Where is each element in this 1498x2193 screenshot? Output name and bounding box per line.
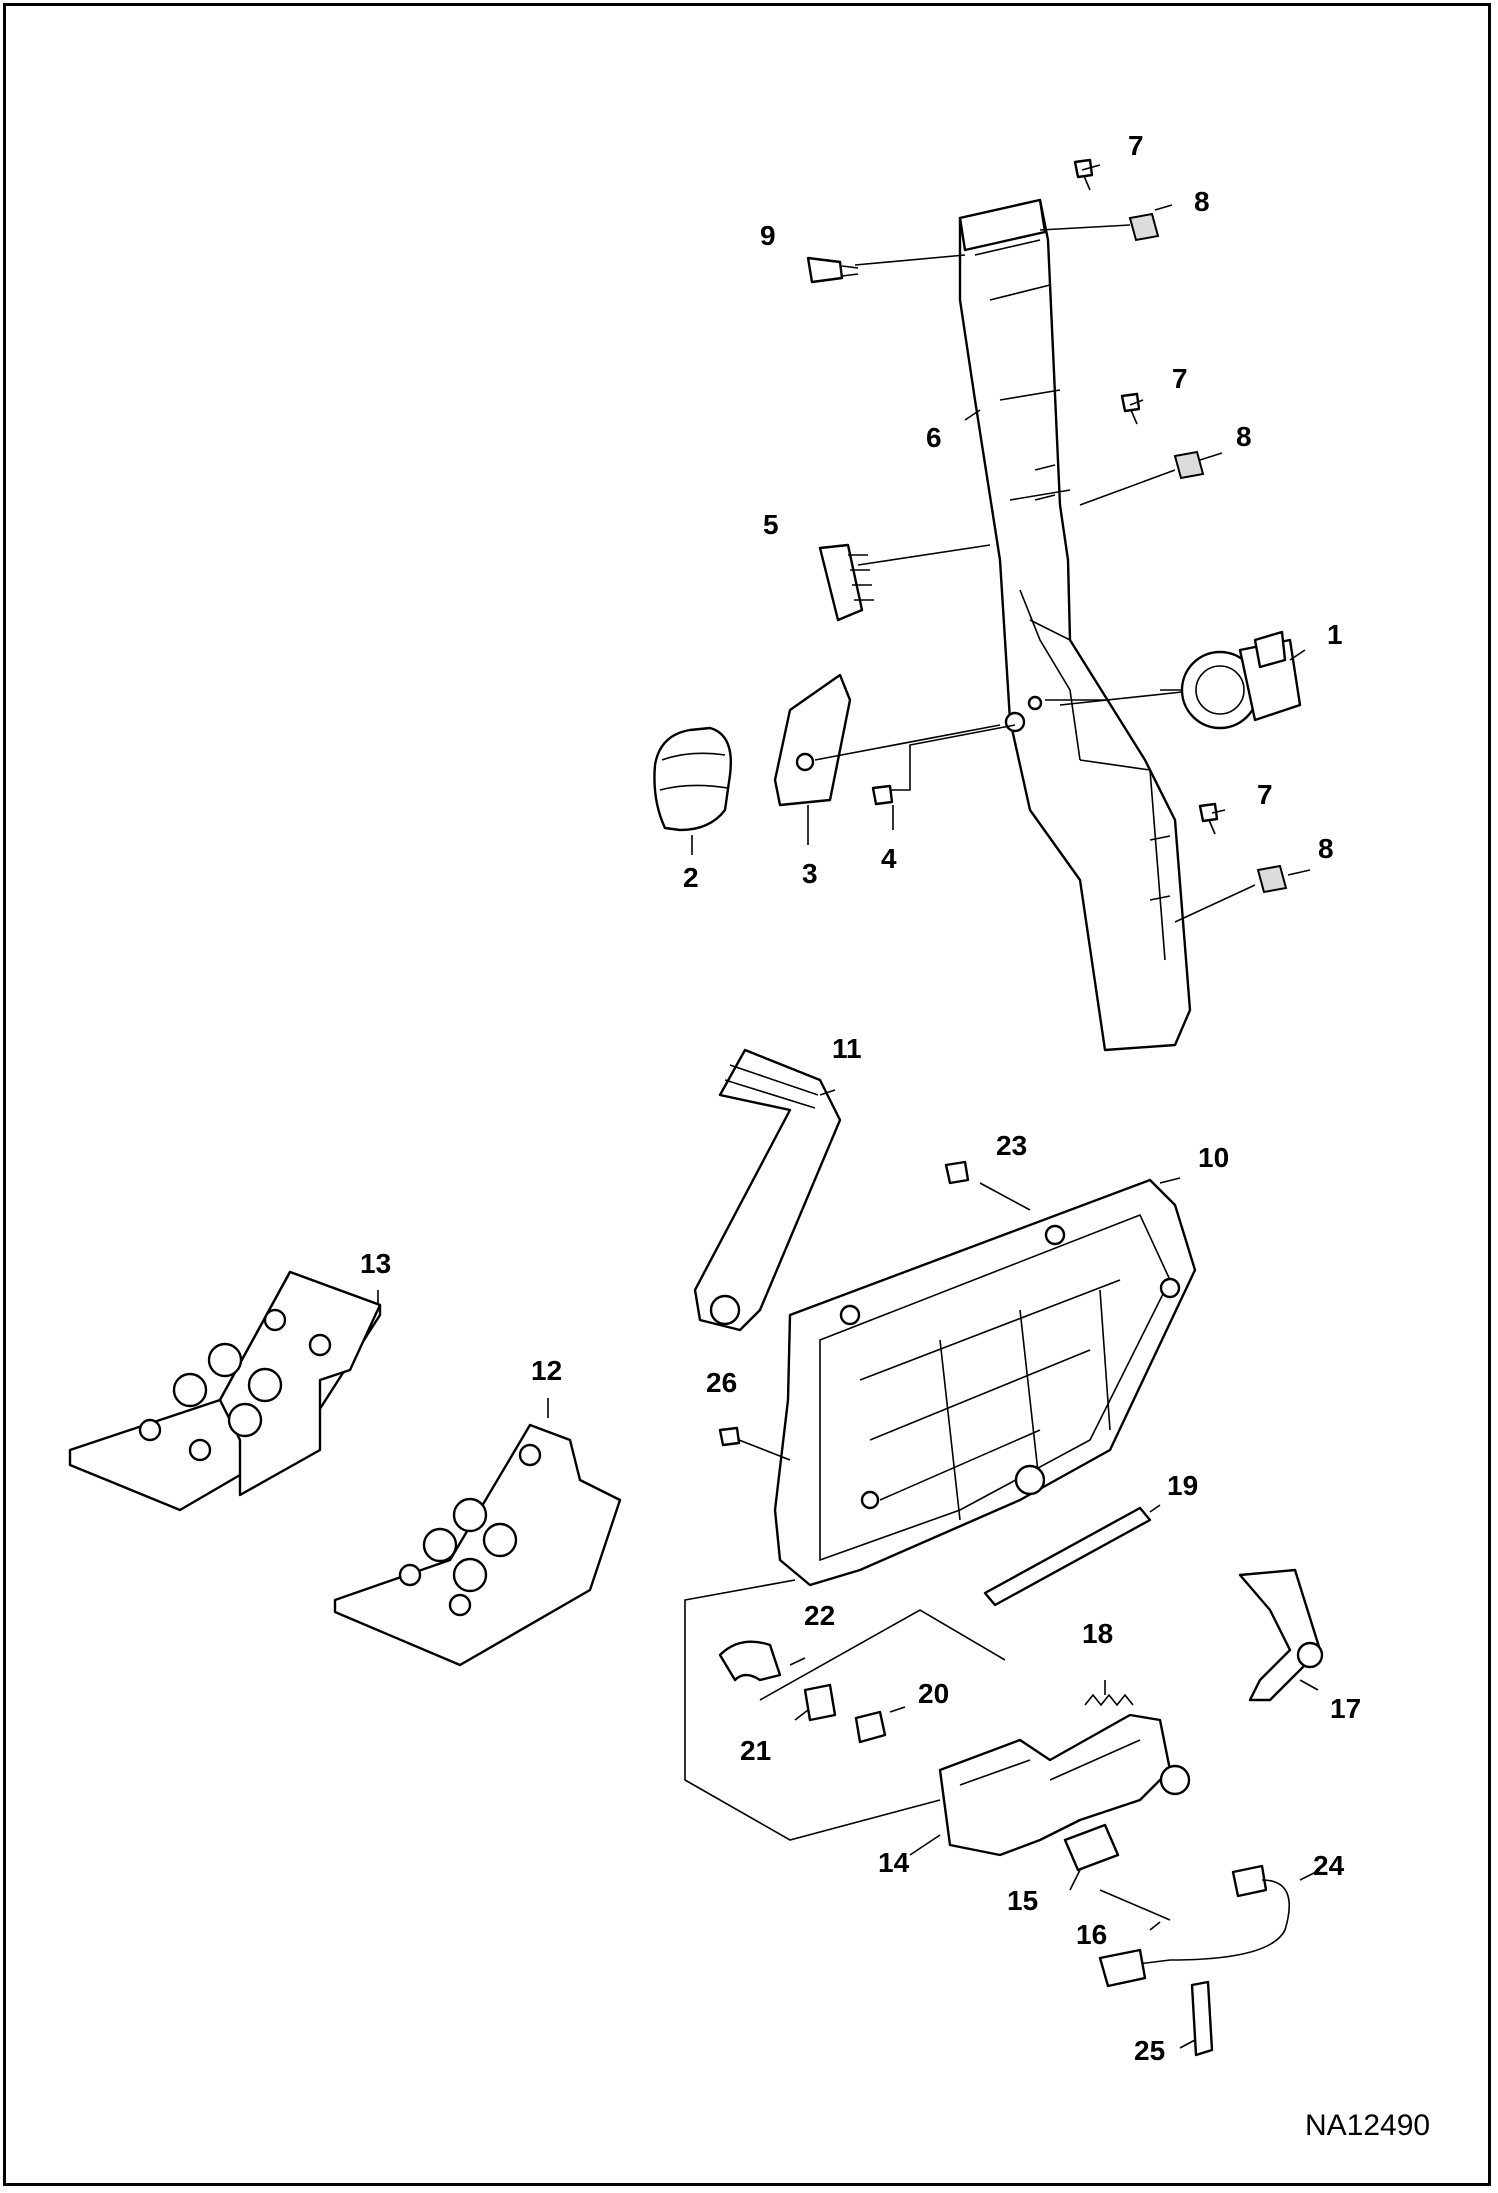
callout-8-low: 8 (1318, 833, 1334, 864)
callout-13: 13 (360, 1248, 391, 1279)
knob-2 (653, 726, 732, 832)
callout-8-mid: 8 (1236, 421, 1252, 452)
connector-15 (1063, 1823, 1120, 1872)
clip-22 (718, 1640, 782, 1682)
pedal-arm-11 (693, 1048, 842, 1332)
callout-1: 1 (1327, 619, 1343, 650)
reference-code: NA12490 (1305, 2109, 1430, 2142)
lever-17 (1238, 1568, 1324, 1702)
washer-21 (803, 1683, 837, 1722)
screw-7-b (1120, 392, 1141, 425)
callout-15: 15 (1007, 1885, 1038, 1916)
callout-7-top: 7 (1128, 130, 1144, 161)
callout-6: 6 (926, 422, 942, 453)
harness-24 (1098, 1864, 1290, 1988)
housing-14 (938, 1713, 1191, 1857)
link-rod-19 (983, 1506, 1152, 1607)
leader-lines (377, 164, 1321, 2049)
screw-26 (718, 1426, 741, 1447)
spring-18 (1084, 1693, 1134, 1707)
callout-25: 25 (1134, 2035, 1165, 2066)
foot-pedal-13 (68, 1270, 382, 1512)
callout-21: 21 (740, 1735, 771, 1766)
callout-12: 12 (531, 1355, 562, 1386)
callout-labels: 1 2 3 4 5 6 7 8 9 7 8 7 8 11 10 23 13 12… (360, 130, 1361, 2066)
assembly-bracket-lines (684, 1579, 1006, 1841)
pin-16 (1099, 1889, 1171, 1921)
callout-11: 11 (832, 1033, 862, 1064)
foot-pedal-12 (333, 1423, 622, 1667)
callout-2: 2 (683, 862, 699, 893)
callout-26: 26 (706, 1367, 737, 1398)
callout-7-mid: 7 (1172, 363, 1188, 394)
clip-8-a (1128, 212, 1160, 242)
callout-14: 14 (878, 1847, 910, 1878)
clip-8-b (1173, 450, 1205, 480)
clip-8-c (1256, 864, 1288, 894)
callout-20: 20 (918, 1678, 949, 1709)
callout-22: 22 (804, 1600, 835, 1631)
callout-8-top: 8 (1194, 186, 1210, 217)
bushing-20 (854, 1710, 887, 1744)
plate-3 (773, 673, 852, 807)
callout-7-low: 7 (1257, 779, 1273, 810)
sensor-1 (1160, 630, 1302, 730)
callout-10: 10 (1198, 1142, 1229, 1173)
screw-7-a (1073, 158, 1094, 191)
screw-4 (871, 784, 894, 806)
callout-5: 5 (763, 509, 779, 540)
upper-bracket-assembly (958, 198, 1192, 1052)
callout-17: 17 (1330, 1693, 1361, 1724)
bolt-9 (806, 256, 859, 284)
callout-9: 9 (760, 220, 776, 251)
callout-16: 16 (1076, 1919, 1107, 1950)
callout-4: 4 (881, 843, 897, 874)
tie-25 (1190, 1980, 1214, 2057)
mount-plate-10 (773, 1178, 1197, 1587)
screw-23 (944, 1160, 970, 1185)
screw-7-c (1198, 802, 1219, 835)
bracket-5 (818, 543, 874, 622)
callout-24: 24 (1313, 1850, 1345, 1881)
callout-23: 23 (996, 1130, 1027, 1161)
callout-18: 18 (1082, 1618, 1113, 1649)
callout-3: 3 (802, 858, 818, 889)
callout-19: 19 (1167, 1470, 1198, 1501)
